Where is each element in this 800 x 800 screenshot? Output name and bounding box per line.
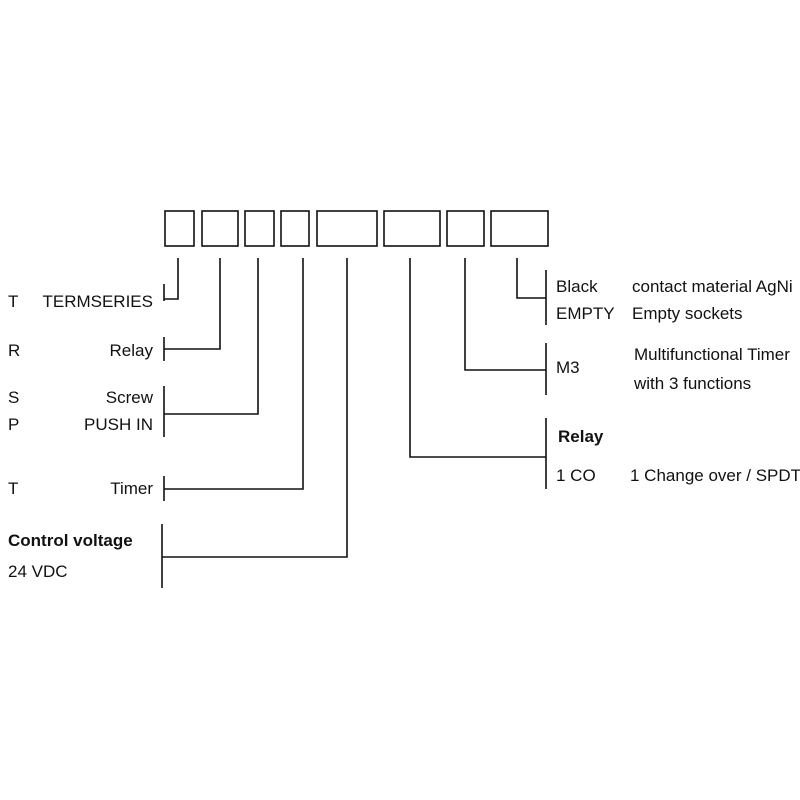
- connector-contact: [516, 258, 546, 299]
- connector-series: [164, 258, 179, 300]
- connector-connection: [164, 258, 259, 415]
- relay-heading: Relay: [558, 427, 604, 446]
- code-boxes: [164, 210, 549, 247]
- timer-desc-line1: Multifunctional Timer: [634, 345, 790, 364]
- connector-function: [164, 258, 304, 490]
- contact-black-desc: contact material AgNi: [632, 277, 793, 296]
- control-voltage-heading: Control voltage: [8, 531, 133, 550]
- connector-control-voltage: [162, 258, 348, 558]
- connector-type: [164, 258, 221, 350]
- type-label: Relay: [110, 341, 154, 360]
- connector-lines: [161, 258, 547, 588]
- series-code: T: [8, 292, 18, 311]
- timer-code: M3: [556, 358, 580, 377]
- relay-desc: 1 Change over / SPDT: [630, 466, 800, 485]
- connection-pushin-label: PUSH IN: [84, 415, 153, 434]
- code-box-relay: [383, 210, 441, 247]
- code-box-series: [164, 210, 195, 247]
- code-box-control-voltage: [316, 210, 378, 247]
- connector-relay: [409, 258, 546, 458]
- type-code: R: [8, 341, 20, 360]
- code-box-connection: [244, 210, 275, 247]
- code-box-contact: [490, 210, 549, 247]
- control-voltage-value: 24 VDC: [8, 562, 68, 581]
- code-box-type: [201, 210, 239, 247]
- code-box-function: [280, 210, 310, 247]
- function-label: Timer: [110, 479, 153, 498]
- connector-timer: [464, 258, 546, 371]
- connection-screw-label: Screw: [106, 388, 154, 407]
- series-label: TERMSERIES: [42, 292, 153, 311]
- contact-empty-code: EMPTY: [556, 304, 615, 323]
- timer-desc-line2: with 3 functions: [633, 374, 751, 393]
- function-code: T: [8, 479, 18, 498]
- connection-pushin-code: P: [8, 415, 19, 434]
- contact-black-code: Black: [556, 277, 598, 296]
- contact-empty-desc: Empty sockets: [632, 304, 743, 323]
- relay-code: 1 CO: [556, 466, 596, 485]
- connection-screw-code: S: [8, 388, 19, 407]
- code-box-timer: [446, 210, 485, 247]
